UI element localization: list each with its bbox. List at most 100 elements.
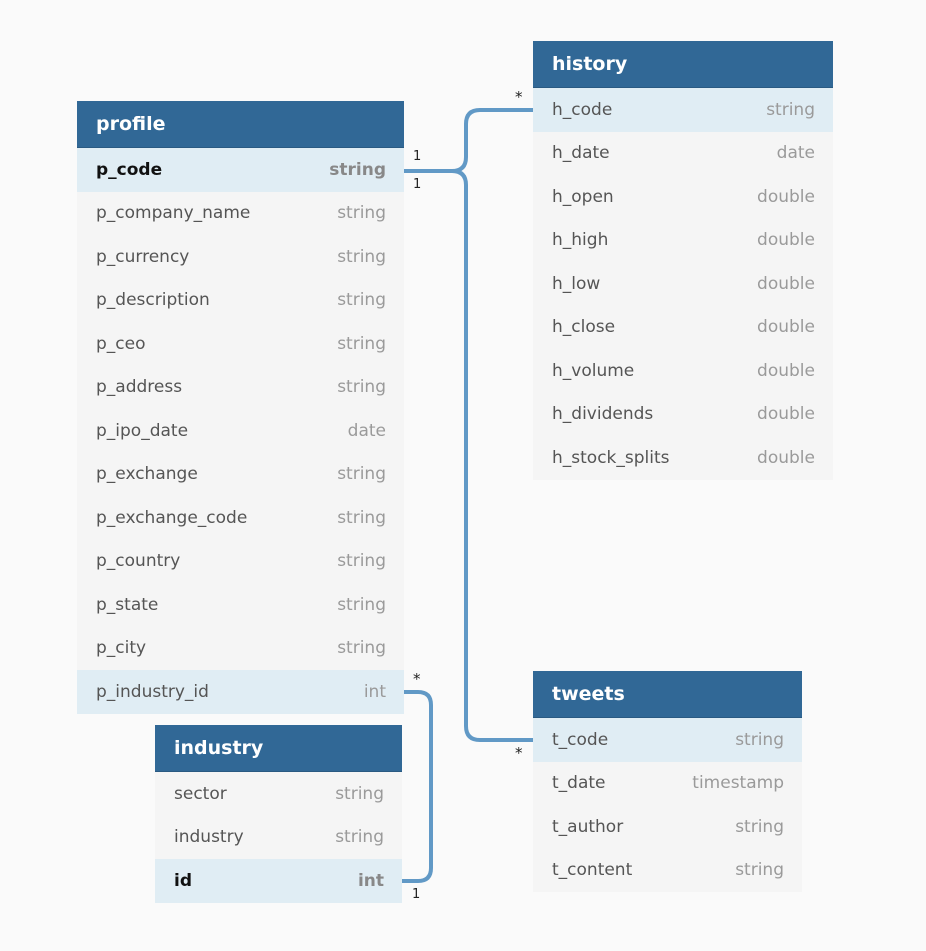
column-row-profile-p-company-name[interactable]: p_company_name string (77, 191, 404, 235)
column-row-history-h-open[interactable]: h_open double (533, 175, 833, 219)
column-name: h_stock_splits (552, 447, 670, 468)
column-type: int (357, 870, 384, 891)
column-type: double (757, 230, 815, 251)
column-type: double (757, 186, 815, 207)
column-row-history-h-date[interactable]: h_date date (533, 131, 833, 175)
column-type: double (757, 273, 815, 294)
column-name: p_code (96, 159, 163, 180)
column-name: t_content (552, 860, 633, 881)
column-row-industry-industry[interactable]: industry string (155, 815, 402, 859)
cardinality-profile-tweets-one: 1 (413, 177, 422, 192)
column-type: int (363, 681, 386, 702)
column-name: h_code (552, 99, 613, 120)
column-type: string (337, 290, 386, 311)
column-name: h_high (552, 230, 609, 251)
column-name: t_author (552, 816, 624, 837)
column-row-history-h-code[interactable]: h_code string (533, 88, 833, 132)
column-type: string (337, 377, 386, 398)
column-row-profile-p-address[interactable]: p_address string (77, 365, 404, 409)
column-name: t_code (552, 729, 609, 750)
column-row-profile-p-state[interactable]: p_state string (77, 583, 404, 627)
column-row-profile-p-description[interactable]: p_description string (77, 278, 404, 322)
column-row-profile-p-currency[interactable]: p_currency string (77, 235, 404, 279)
column-row-tweets-t-content[interactable]: t_content string (533, 848, 802, 892)
column-row-profile-p-exchange-code[interactable]: p_exchange_code string (77, 496, 404, 540)
column-type: double (757, 447, 815, 468)
table-header-tweets[interactable]: tweets (533, 671, 802, 718)
column-row-profile-p-ceo[interactable]: p_ceo string (77, 322, 404, 366)
column-type: string (335, 827, 384, 848)
column-name: h_open (552, 186, 614, 207)
column-name: h_low (552, 273, 601, 294)
column-type: string (337, 246, 386, 267)
column-type: timestamp (692, 773, 784, 794)
cardinality-history-many: * (515, 88, 523, 106)
column-type: double (757, 404, 815, 425)
column-name: p_address (96, 377, 183, 398)
column-name: p_state (96, 594, 159, 615)
column-row-history-h-stock-splits[interactable]: h_stock_splits double (533, 436, 833, 480)
column-row-history-h-volume[interactable]: h_volume double (533, 349, 833, 393)
column-type: date (776, 143, 815, 164)
column-row-history-h-low[interactable]: h_low double (533, 262, 833, 306)
column-row-profile-p-industry-id[interactable]: p_industry_id int (77, 670, 404, 714)
column-name: p_company_name (96, 203, 251, 224)
column-type: string (337, 638, 386, 659)
column-name: p_ipo_date (96, 420, 189, 441)
column-type: string (735, 860, 784, 881)
table-header-profile[interactable]: profile (77, 101, 404, 148)
column-row-tweets-t-author[interactable]: t_author string (533, 805, 802, 849)
column-row-profile-p-ipo-date[interactable]: p_ipo_date date (77, 409, 404, 453)
column-type: string (337, 507, 386, 528)
column-row-history-h-high[interactable]: h_high double (533, 218, 833, 262)
column-name: p_ceo (96, 333, 146, 354)
column-type: string (337, 594, 386, 615)
cardinality-profile-industry-many: * (413, 670, 421, 688)
column-name: p_exchange_code (96, 507, 248, 528)
column-name: id (174, 870, 192, 891)
cardinality-profile-history-one: 1 (413, 149, 422, 164)
column-type: double (757, 360, 815, 381)
column-type: string (335, 783, 384, 804)
column-type: string (337, 333, 386, 354)
column-row-tweets-t-code[interactable]: t_code string (533, 718, 802, 762)
column-type: string (337, 464, 386, 485)
table-header-industry[interactable]: industry (155, 725, 402, 772)
column-name: h_date (552, 143, 610, 164)
cardinality-industry-one: 1 (412, 887, 421, 902)
column-name: h_volume (552, 360, 635, 381)
table-header-history[interactable]: history (533, 41, 833, 88)
column-name: industry (174, 827, 244, 848)
column-type: string (735, 729, 784, 750)
link-profile-history (404, 108, 533, 173)
column-row-history-h-dividends[interactable]: h_dividends double (533, 392, 833, 436)
column-row-industry-id[interactable]: id int (155, 859, 402, 903)
column-name: h_close (552, 317, 616, 338)
link-profile-tweets (404, 169, 533, 742)
column-type: string (766, 99, 815, 120)
column-name: p_industry_id (96, 681, 209, 702)
column-type: string (735, 816, 784, 837)
column-name: p_country (96, 551, 181, 572)
cardinality-tweets-many: * (515, 744, 523, 762)
column-type: string (337, 203, 386, 224)
column-name: p_description (96, 290, 210, 311)
column-name: p_currency (96, 246, 190, 267)
column-type: date (347, 420, 386, 441)
column-name: h_dividends (552, 404, 654, 425)
